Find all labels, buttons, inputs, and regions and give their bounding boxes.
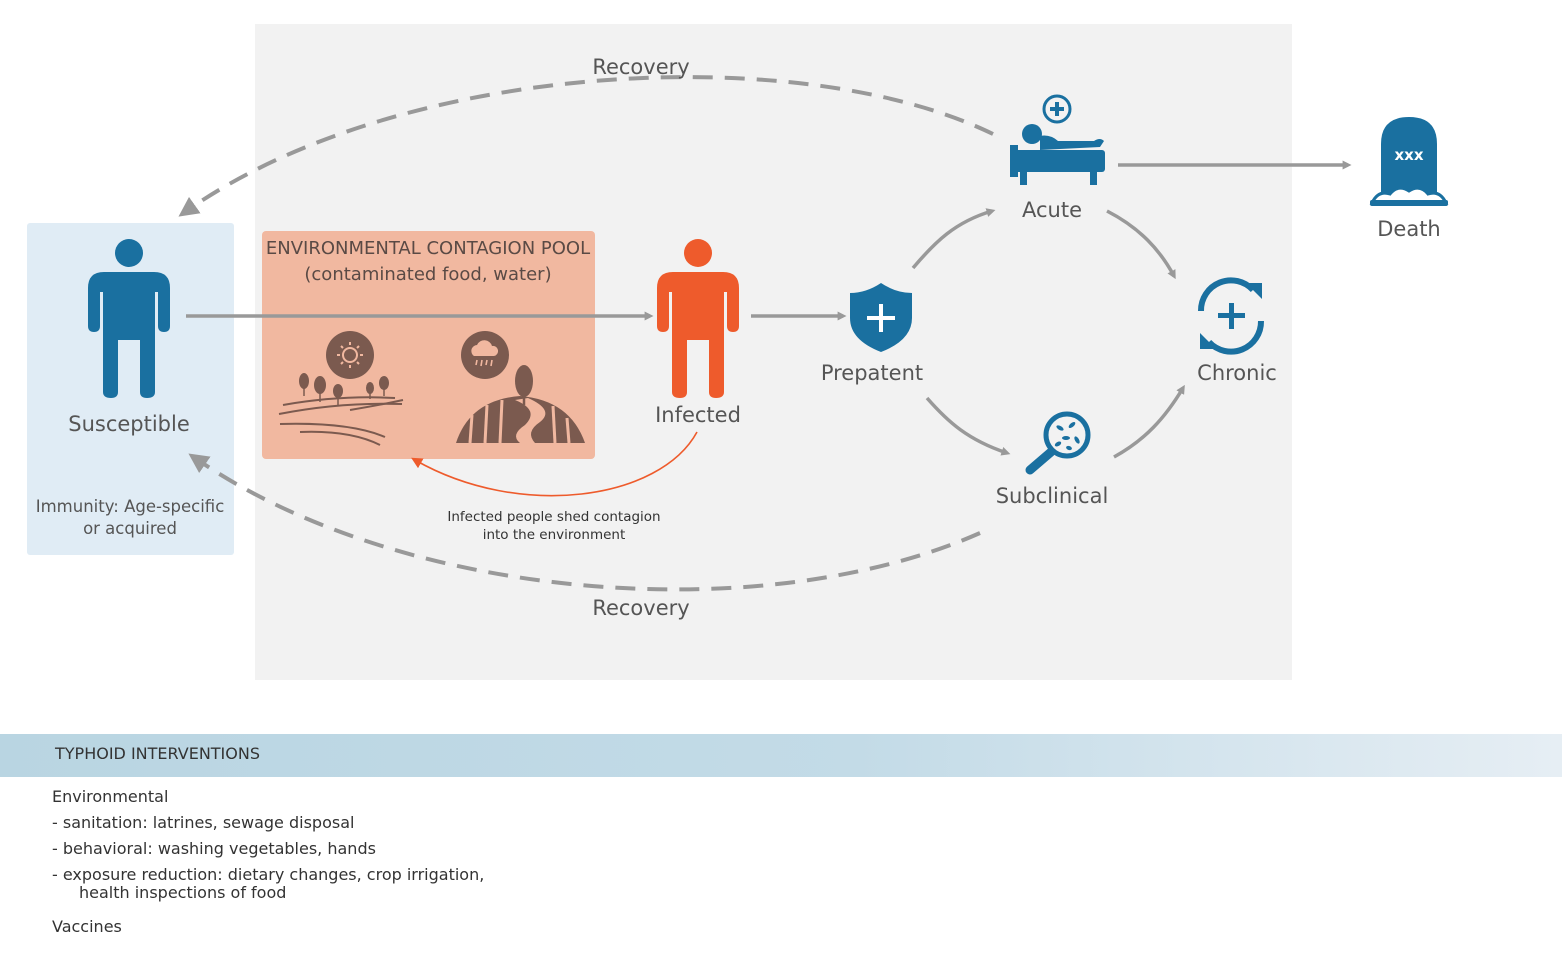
- chronic-label: Chronic: [1197, 361, 1277, 385]
- interventions-title: TYPHOID INTERVENTIONS: [55, 744, 260, 763]
- person-icon: [88, 239, 170, 398]
- arrow-subclinical-chronic: [1113, 384, 1185, 459]
- pool-subtitle: (contaminated food, water): [304, 264, 551, 285]
- shield-plus-icon: [850, 283, 912, 352]
- shed-label-line-1: Infected people shed contagion: [447, 509, 660, 525]
- vaccines-heading: Vaccines: [52, 917, 122, 936]
- intervention-item-continuation: health inspections of food: [79, 883, 287, 902]
- rain-cloud-icon: [461, 331, 509, 379]
- intervention-item: - behavioral: washing vegetables, hands: [52, 839, 376, 858]
- acute-label: Acute: [1022, 198, 1082, 222]
- intervention-item: - sanitation: latrines, sewage disposal: [52, 813, 355, 832]
- prepatent-label: Prepatent: [821, 361, 923, 385]
- recovery-arc-top: [178, 75, 994, 217]
- pool-title: ENVIRONMENTAL CONTAGION POOL: [266, 238, 590, 259]
- arrow-acute-chronic: [1106, 209, 1176, 280]
- cycle-plus-icon: [1197, 277, 1265, 355]
- immunity-line-2: or acquired: [83, 519, 177, 538]
- magnifier-bacteria-icon: [1025, 411, 1091, 475]
- arrow-prepatent-subclinical: [925, 396, 1011, 456]
- hospital-bed-icon: [1010, 94, 1105, 185]
- arrow-shed-contagion: [411, 431, 698, 497]
- transmission-diagram: xxx Recovery Recovery Susceptible Immuni…: [27, 24, 1449, 680]
- death-label: Death: [1377, 217, 1441, 241]
- subclinical-label: Subclinical: [996, 484, 1109, 508]
- immunity-line-1: Immunity: Age-specific: [36, 497, 225, 516]
- tombstone-icon: xxx: [1369, 117, 1449, 206]
- arrow-prepatent-acute: [911, 208, 996, 270]
- susceptible-label: Susceptible: [68, 412, 190, 436]
- hill-river-icon: [456, 365, 585, 444]
- recovery-bottom-label: Recovery: [592, 596, 689, 620]
- environmental-heading: Environmental: [52, 787, 169, 806]
- intervention-item: - exposure reduction: dietary changes, c…: [52, 865, 485, 884]
- interventions-list: Environmental - sanitation: latrines, se…: [52, 787, 484, 936]
- field-trees-icon: [278, 373, 404, 446]
- shed-label-line-2: into the environment: [483, 527, 626, 543]
- susceptible-box: [27, 223, 234, 555]
- sun-icon: [326, 331, 374, 379]
- interventions-banner: TYPHOID INTERVENTIONS: [0, 734, 1562, 777]
- recovery-top-label: Recovery: [592, 55, 689, 79]
- infected-label: Infected: [655, 403, 741, 427]
- recovery-arc-bottom: [188, 453, 981, 592]
- person-icon: [657, 239, 739, 398]
- svg-text:xxx: xxx: [1394, 146, 1423, 164]
